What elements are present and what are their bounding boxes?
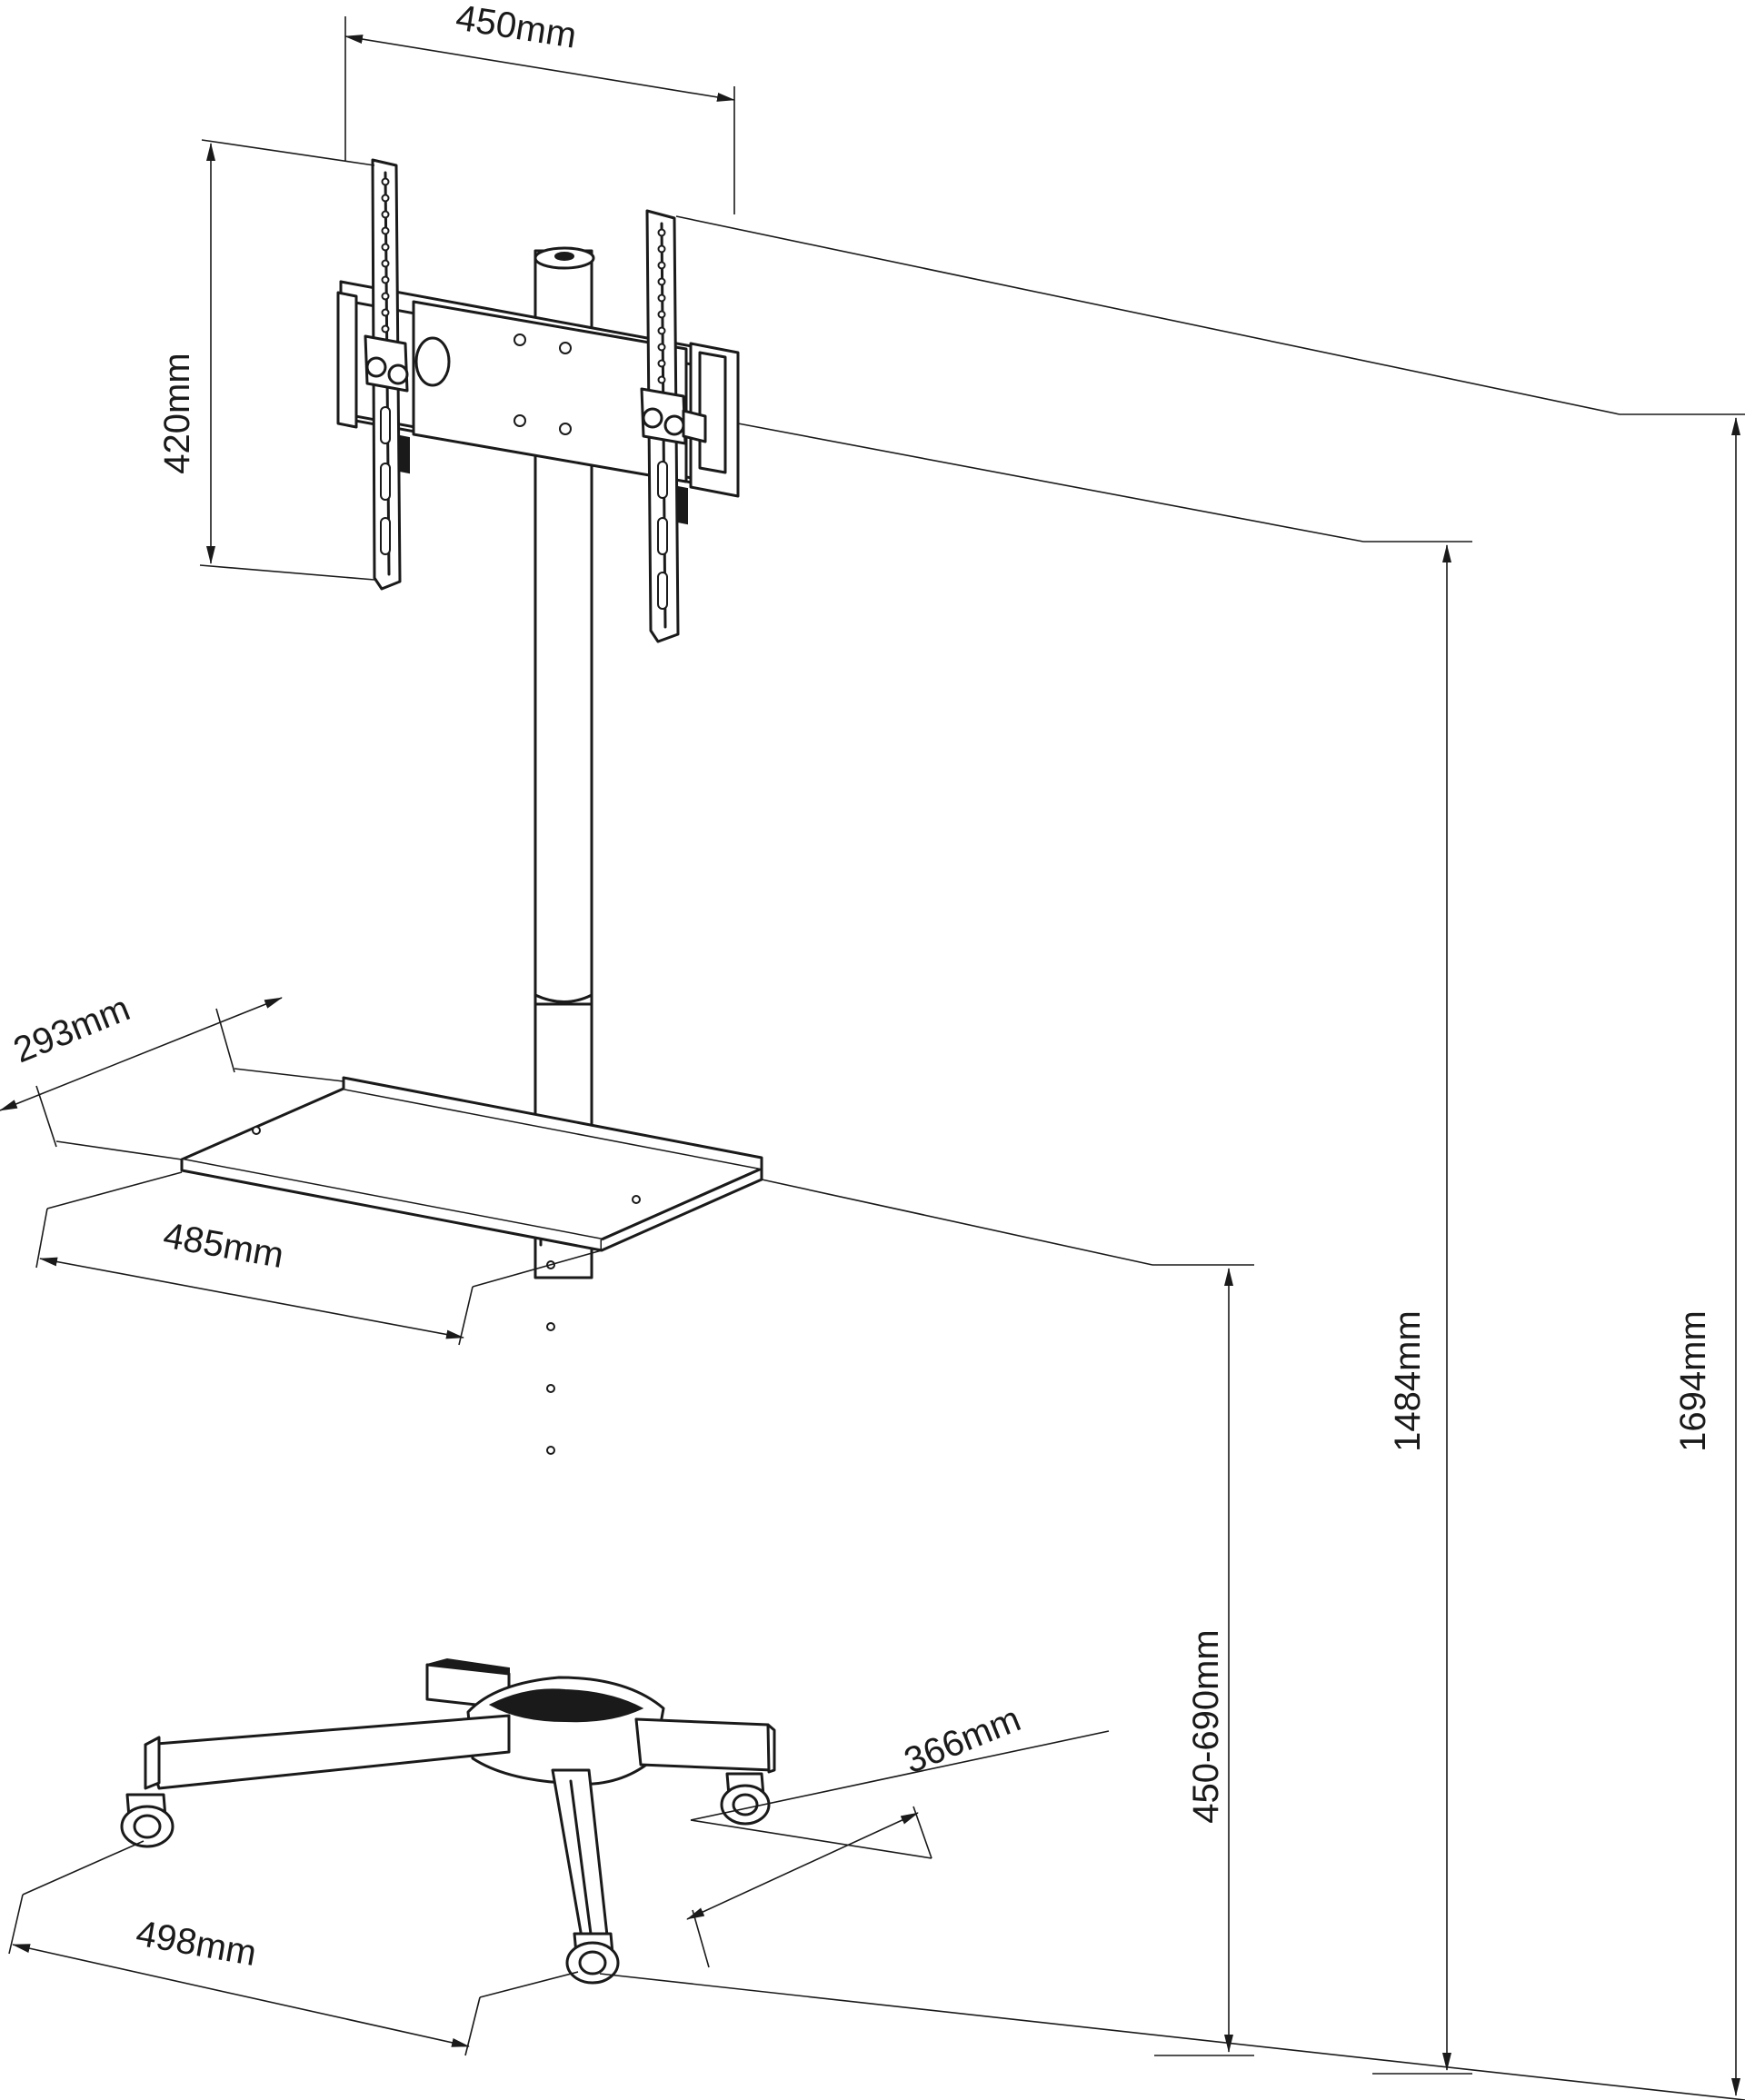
ext-shelf-back [234, 1068, 344, 1082]
tv-stand-product [120, 158, 776, 1985]
dim-mount-height [199, 139, 375, 581]
caster-wheel-front [565, 1932, 620, 1985]
dim-shelf-height [761, 1179, 1254, 2056]
dim-base-width [8, 1840, 579, 2056]
ext-shelf-front-left [46, 1171, 183, 1209]
label-total-height: 1694mm [1673, 1310, 1713, 1452]
label-base-width: 498mm [133, 1914, 259, 1974]
caster-wheel-right [720, 1772, 771, 1826]
ext-shelf-left [55, 1140, 183, 1160]
label-base-depth: 366mm [899, 1699, 1026, 1782]
ext-shelf-front-right [472, 1249, 603, 1288]
dim-base-depth [686, 1730, 1110, 1968]
right-bracket-arm [640, 209, 707, 643]
left-bracket-arm [364, 158, 410, 591]
label-shelf-height: 450-690mm [1186, 1629, 1226, 1823]
label-mount-width: 450mm [454, 0, 580, 56]
height-adjust-holes [546, 1260, 555, 1455]
label-mount-center-height: 1484mm [1388, 1310, 1428, 1452]
dim-shelf-width [35, 1208, 474, 1346]
shelf-tray [180, 1076, 763, 1252]
dim-shelf-depth [0, 997, 283, 1148]
dim-mount-width [344, 16, 735, 214]
label-shelf-width: 485mm [160, 1216, 286, 1276]
dimension-lines [0, 16, 1745, 2100]
dim-mount-center-height [737, 423, 1472, 2075]
label-mount-height: 420mm [157, 353, 197, 473]
floor-reference-line [599, 1973, 1745, 2100]
dimension-labels: 450mm 420mm 293mm 485mm 366mm 498mm 450-… [8, 0, 1713, 1974]
mount-plate [336, 280, 740, 498]
dim-total-height [675, 215, 1745, 2096]
caster-base [120, 1657, 776, 1985]
label-shelf-depth: 293mm [8, 989, 135, 1071]
caster-wheel-left [120, 1793, 174, 1848]
